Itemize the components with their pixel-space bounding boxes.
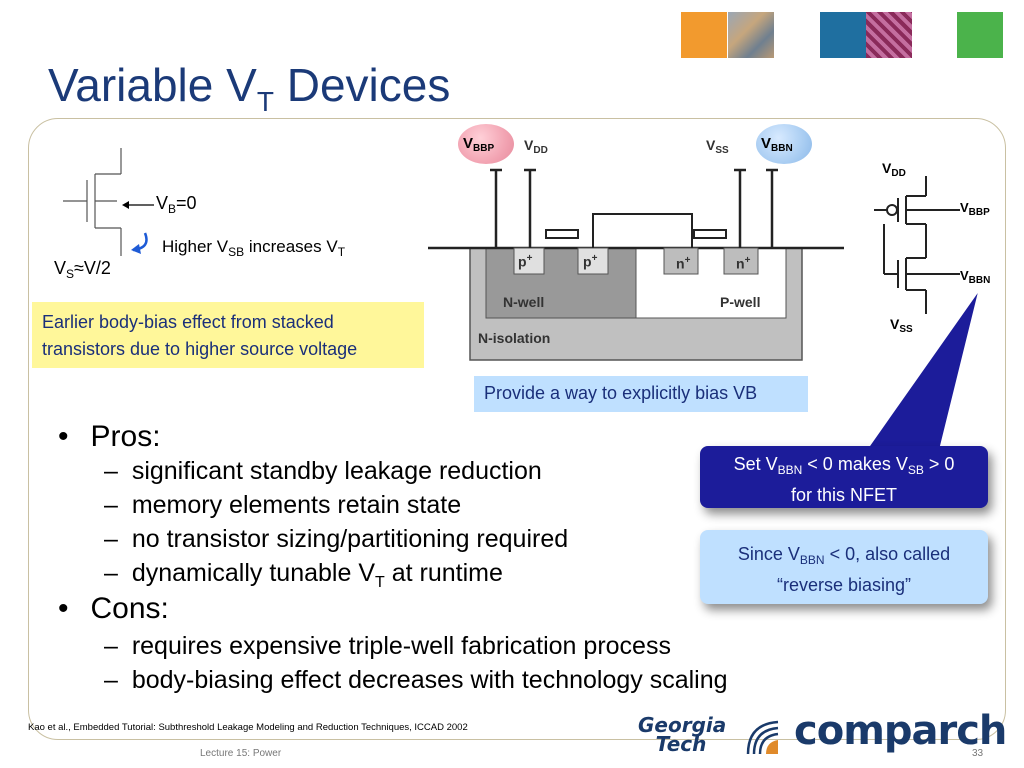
slide-title: Variable VT Devices bbox=[48, 59, 451, 117]
pro-item-3: – no transistor sizing/partitioning requ… bbox=[104, 525, 569, 553]
comparch-logo: comparch bbox=[794, 708, 1007, 754]
orange-square bbox=[681, 12, 727, 58]
citation: Kao et al., Embedded Tutorial: Subthresh… bbox=[28, 722, 468, 733]
cons-heading: •Cons: bbox=[58, 592, 169, 625]
vs-label: VS≈V/2 bbox=[54, 258, 111, 281]
photo-tile-building bbox=[728, 12, 774, 58]
photo-tile-chip bbox=[866, 12, 912, 58]
bias-vb-note: Provide a way to explicitly bias VB bbox=[474, 376, 808, 412]
con-item-1: – requires expensive triple-well fabrica… bbox=[104, 632, 671, 660]
content-frame bbox=[28, 118, 1006, 740]
p-plus-1: p+ bbox=[518, 253, 533, 270]
n-well-label: N-well bbox=[503, 294, 545, 310]
p-well-label: P-well bbox=[720, 294, 761, 310]
higher-vsb-label: Higher VSB increases VT bbox=[162, 237, 346, 259]
n-plus-1: n+ bbox=[676, 255, 691, 272]
inv-vdd-label: VDD bbox=[882, 160, 906, 179]
footer-text: Lecture 15: Power bbox=[200, 748, 282, 759]
pros-heading: •Pros: bbox=[58, 420, 161, 453]
vbbn-label: VBBN bbox=[761, 135, 793, 154]
vdd-label: VDD bbox=[524, 137, 548, 156]
pro-item-2: – memory elements retain state bbox=[104, 491, 462, 519]
n-plus-2: n+ bbox=[736, 255, 751, 272]
vbbp-label: VBBP bbox=[463, 135, 495, 154]
arrow-left-icon bbox=[122, 201, 154, 209]
vss-label: VSS bbox=[706, 137, 729, 156]
callout-pointer bbox=[864, 287, 981, 451]
inv-vbbp-label: VBBP bbox=[960, 200, 990, 218]
teal-square bbox=[820, 12, 866, 58]
inv-vbbn-label: VBBN bbox=[960, 268, 991, 286]
callout-set-vbbn: Set VBBN < 0 makes VSB > 0 for this NFET bbox=[700, 446, 988, 508]
vbbn-circle bbox=[756, 124, 812, 164]
green-square bbox=[957, 12, 1003, 58]
vb-label: VB=0 bbox=[156, 193, 197, 216]
transistor-schematic bbox=[63, 148, 148, 256]
page-number: 33 bbox=[972, 748, 984, 759]
p-plus-2: p+ bbox=[583, 253, 598, 270]
pro-item-1: – significant standby leakage reduction bbox=[104, 457, 542, 485]
vbbp-circle bbox=[458, 124, 514, 164]
pro-item-4: – dynamically tunable VT at runtime bbox=[104, 559, 503, 591]
cross-section-diagram bbox=[428, 168, 844, 361]
con-item-2: – body-biasing effect decreases with tec… bbox=[104, 666, 728, 694]
inv-vss-label: VSS bbox=[890, 316, 913, 335]
inverter-schematic bbox=[874, 176, 960, 314]
n-isolation-label: N-isolation bbox=[478, 330, 551, 346]
comparch-emblem-icon bbox=[746, 720, 779, 755]
callout-reverse-biasing: Since VBBN < 0, also called “reverse bia… bbox=[700, 530, 988, 604]
